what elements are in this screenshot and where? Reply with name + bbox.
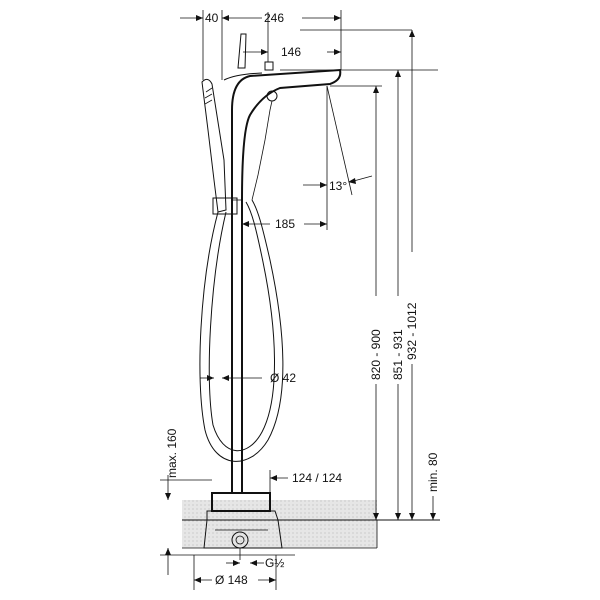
label-offset-top: 40 — [205, 11, 219, 25]
label-base-diameter: Ø 148 — [215, 573, 248, 587]
label-max-depth: max. 160 — [165, 428, 179, 478]
dimension-lines-top — [180, 10, 438, 87]
label-connection: G½ — [265, 556, 284, 570]
dimension-hose-diameter — [200, 375, 262, 381]
label-column-to-outlet: 185 — [275, 217, 295, 231]
column — [212, 197, 243, 493]
label-spout-angle: 13° — [329, 179, 347, 193]
label-total-height: 932 - 1012 — [405, 302, 419, 360]
dimension-lines-vertical — [368, 30, 441, 521]
mounting-body — [203, 492, 283, 560]
label-min-height: min. 80 — [426, 452, 440, 492]
hand-shower — [201, 78, 227, 213]
dimension-base-size — [269, 470, 288, 500]
label-spout-reach: 246 — [264, 11, 284, 25]
label-handle-to-spout: 146 — [281, 45, 301, 59]
spout — [223, 33, 342, 201]
dimension-185 — [242, 221, 327, 227]
label-outlet-height: 820 - 900 — [369, 329, 383, 380]
dimension-labels: 40 246 146 13° 185 Ø 42 124 / 124 G½ Ø 1… — [165, 11, 440, 587]
floor-section — [160, 500, 440, 556]
spout-angle-dimension — [303, 85, 373, 230]
label-base-size: 124 / 124 — [292, 471, 342, 485]
label-hose-diameter: Ø 42 — [270, 371, 296, 385]
dimension-bottom — [193, 555, 277, 590]
shower-hose — [199, 199, 284, 462]
label-spout-height: 851 - 931 — [391, 329, 405, 380]
dimension-max-depth — [160, 475, 212, 575]
